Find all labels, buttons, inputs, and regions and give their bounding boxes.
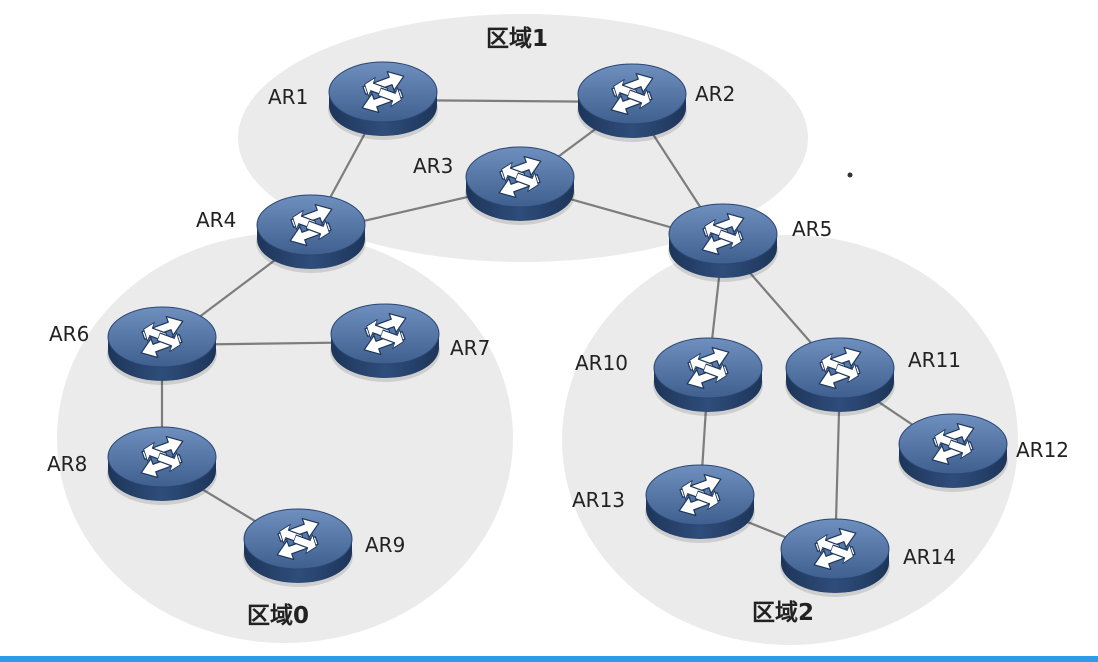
router-icon (678, 473, 722, 517)
router-label-ar9: AR9 (365, 533, 405, 557)
area1-label: 区域1 (486, 25, 548, 52)
bottom-accent-bar (0, 656, 1098, 662)
area2-label: 区域2 (752, 599, 814, 626)
router-label-ar12: AR12 (1016, 438, 1069, 462)
router-icon (813, 527, 857, 571)
router-icon (931, 422, 975, 466)
router-ar14[interactable] (780, 518, 890, 597)
dot-mark (847, 172, 853, 178)
router-ar9[interactable] (243, 508, 353, 587)
router-ar4[interactable] (256, 194, 366, 273)
router-icon (276, 517, 320, 561)
router-ar11[interactable] (785, 337, 895, 416)
router-icon (363, 312, 407, 356)
router-ar1[interactable] (328, 61, 438, 140)
area2-region (562, 235, 1018, 645)
area0-label: 区域0 (247, 602, 309, 629)
router-label-ar11: AR11 (908, 348, 961, 372)
router-label-ar3: AR3 (413, 154, 453, 178)
router-ar12[interactable] (898, 413, 1008, 492)
router-ar7[interactable] (330, 303, 440, 382)
router-icon (818, 346, 862, 390)
router-label-ar4: AR4 (196, 208, 236, 232)
router-ar13[interactable] (645, 464, 755, 543)
router-label-ar2: AR2 (695, 82, 735, 106)
router-icon (610, 72, 654, 116)
router-icon (140, 315, 184, 359)
router-label-ar6: AR6 (49, 322, 89, 346)
router-icon (701, 212, 745, 256)
router-ar8[interactable] (107, 426, 217, 505)
router-ar6[interactable] (107, 306, 217, 385)
router-label-ar10: AR10 (575, 351, 628, 375)
router-label-ar7: AR7 (450, 336, 490, 360)
router-icon (140, 435, 184, 479)
router-ar2[interactable] (577, 63, 687, 142)
router-ar10[interactable] (653, 337, 763, 416)
router-icon (498, 155, 542, 199)
router-label-ar13: AR13 (572, 488, 625, 512)
router-ar3[interactable] (465, 146, 575, 225)
router-ar5[interactable] (668, 203, 778, 282)
router-icon (289, 203, 333, 247)
router-label-ar8: AR8 (47, 452, 87, 476)
router-icon (686, 346, 730, 390)
router-label-ar5: AR5 (792, 217, 832, 241)
router-label-ar1: AR1 (268, 85, 308, 109)
router-icon (361, 70, 405, 114)
router-label-ar14: AR14 (903, 545, 956, 569)
